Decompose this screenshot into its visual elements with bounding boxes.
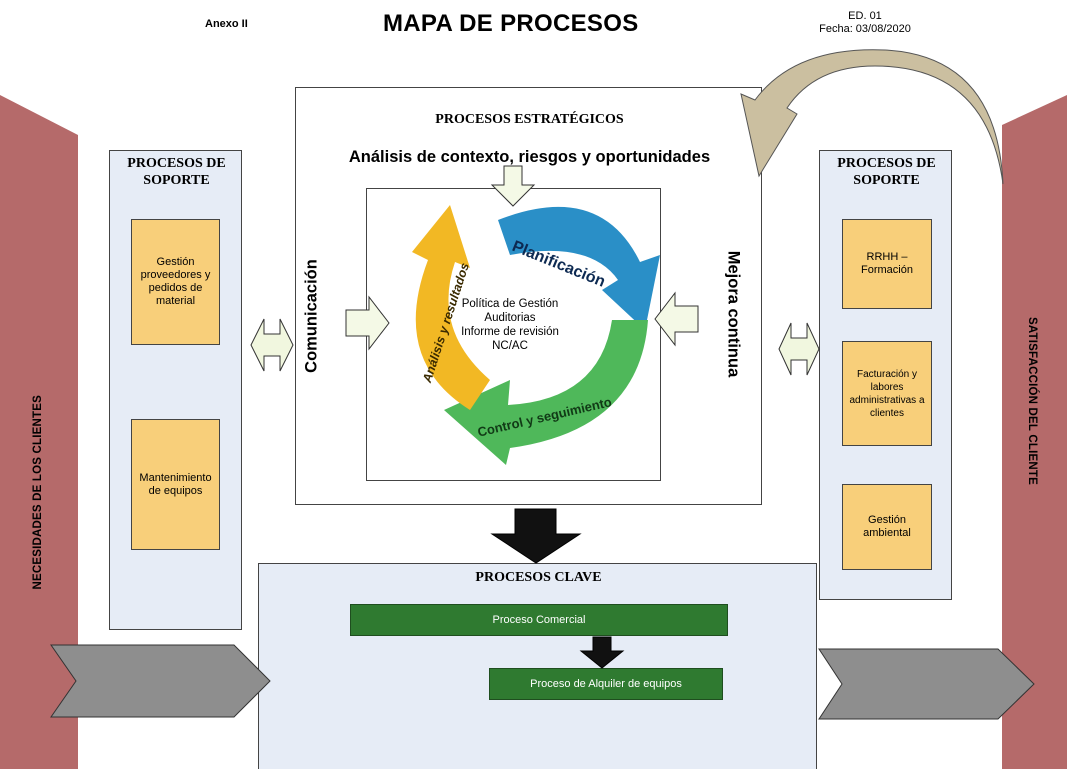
arrow-left-support-link <box>250 318 294 372</box>
strategic-subtitle: Análisis de contexto, riesgos y oportuni… <box>348 148 711 166</box>
right-band-label: SATISFACCIÓN DEL CLIENTE <box>1026 317 1038 485</box>
right-support-title-line2: SOPORTE <box>853 173 920 188</box>
arrow-needs-to-key <box>50 644 271 718</box>
edition-number: ED. 01 <box>848 10 882 22</box>
cycle-center-text: Política de Gestión Auditorias Informe d… <box>442 297 578 353</box>
arrow-feedback-curve <box>740 49 1004 185</box>
arrow-improvement-left <box>654 291 699 347</box>
arrow-analysis-down <box>490 165 536 207</box>
cycle-arc-yellow <box>412 205 490 410</box>
subprocess-hr-training[interactable]: RRHH – Formación <box>842 219 932 309</box>
arrow-key-to-satisfaction <box>818 648 1035 720</box>
annex-label: Anexo II <box>205 18 248 30</box>
left-support-panel: PROCESOS DE SOPORTE Gestión proveedores … <box>109 150 242 630</box>
cycle-arc-green <box>444 320 648 465</box>
edition-date: Fecha: 03/08/2020 <box>819 23 911 35</box>
left-support-title-line2: SOPORTE <box>143 173 210 188</box>
commercial-to-rental-arrow <box>579 636 625 669</box>
page-title: MAPA DE PROCESOS <box>383 10 639 37</box>
key-processes-title: PROCESOS CLAVE <box>475 570 602 585</box>
arrow-strategic-to-key <box>490 508 582 564</box>
subprocess-billing[interactable]: Facturación y labores administrativas a … <box>842 341 932 446</box>
subprocess-environmental[interactable]: Gestión ambiental <box>842 484 932 570</box>
subprocess-equipment-maintenance[interactable]: Mantenimiento de equipos <box>131 419 220 550</box>
key-processes-panel: PROCESOS CLAVE Proceso Comercial Proceso… <box>258 563 817 769</box>
center-review: Informe de revisión <box>461 326 559 338</box>
right-support-title: PROCESOS DE SOPORTE <box>820 155 953 189</box>
right-band: SATISFACCIÓN DEL CLIENTE <box>1002 95 1067 769</box>
left-support-title-line1: PROCESOS DE <box>127 156 226 171</box>
left-support-title: PROCESOS DE SOPORTE <box>110 155 243 189</box>
center-ncac: NC/AC <box>492 340 528 352</box>
strategic-title: PROCESOS ESTRATÉGICOS <box>435 112 624 127</box>
subprocess-supplier-management[interactable]: Gestión proveedores y pedidos de materia… <box>131 219 220 345</box>
right-support-title-line1: PROCESOS DE <box>837 156 936 171</box>
process-commercial[interactable]: Proceso Comercial <box>350 604 728 636</box>
arrow-right-support-link <box>778 322 820 376</box>
arrow-communication-right <box>345 295 390 351</box>
process-equipment-rental[interactable]: Proceso de Alquiler de equipos <box>489 668 723 700</box>
cycle-arc-blue <box>498 206 660 330</box>
center-audits: Auditorias <box>484 312 536 324</box>
center-policy: Política de Gestión <box>461 298 559 310</box>
right-support-panel: PROCESOS DE SOPORTE RRHH – Formación Fac… <box>819 150 952 600</box>
edition-info: ED. 01 Fecha: 03/08/2020 <box>800 10 930 36</box>
